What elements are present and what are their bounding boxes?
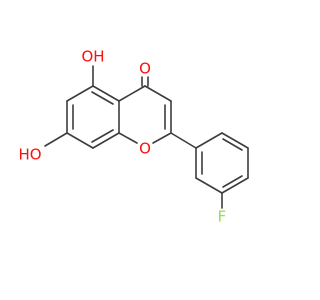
bond (118, 132, 138, 144)
bond (91, 91, 114, 105)
carbonyl-oxygen-label: O (139, 60, 151, 78)
bond (195, 177, 223, 194)
bond (66, 85, 94, 102)
bond (170, 132, 197, 149)
bond (66, 132, 94, 149)
bond (118, 85, 146, 102)
hydroxyl-7-label: HO (18, 146, 41, 164)
bond (222, 138, 243, 151)
structure-drawing: O O OH HO F (18, 48, 249, 226)
bond (221, 132, 249, 149)
bonds (44, 65, 249, 209)
bond (92, 85, 120, 102)
ring-oxygen-label: O (139, 140, 151, 158)
bond (152, 132, 172, 144)
hydroxyl-5-label: OH (81, 48, 104, 66)
atom-labels: O O OH HO F (18, 48, 226, 226)
molecule-diagram: O O OH HO F (18, 48, 249, 226)
bond (222, 175, 243, 188)
bond (91, 129, 114, 143)
bond (44, 132, 68, 147)
fluorine-label: F (218, 208, 227, 226)
bond (195, 132, 223, 149)
bond (144, 85, 172, 102)
bond (92, 132, 120, 149)
bond (221, 177, 249, 194)
